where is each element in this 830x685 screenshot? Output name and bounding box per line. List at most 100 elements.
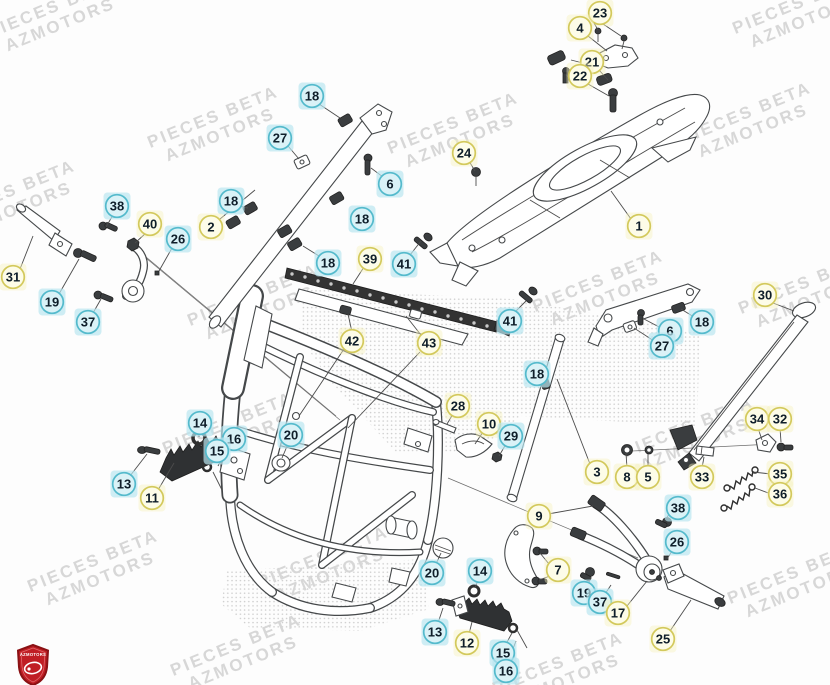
callout-32[interactable]: 32	[766, 405, 794, 433]
callout-38[interactable]: 38	[664, 494, 692, 522]
callout-2[interactable]: 2	[197, 213, 225, 241]
callout-12[interactable]: 12	[453, 629, 481, 657]
part-stand-springs	[720, 466, 759, 512]
callout-25[interactable]: 25	[649, 625, 677, 653]
callout-34[interactable]: 34	[743, 405, 771, 433]
svg-text:11: 11	[145, 491, 159, 506]
callout-8[interactable]: 8	[613, 463, 641, 491]
svg-text:22: 22	[573, 69, 587, 84]
svg-text:14: 14	[473, 564, 488, 579]
svg-text:3: 3	[593, 465, 600, 480]
callout-18[interactable]: 18	[217, 187, 245, 215]
callout-13[interactable]: 13	[421, 618, 449, 646]
svg-text:6: 6	[386, 177, 393, 192]
callout-17[interactable]: 17	[604, 599, 632, 627]
callout-27[interactable]: 27	[648, 332, 676, 360]
callout-24[interactable]: 24	[450, 139, 478, 167]
callout-27[interactable]: 27	[266, 124, 294, 152]
callout-41[interactable]: 41	[390, 250, 418, 278]
leader-line	[298, 348, 345, 417]
callout-7[interactable]: 7	[544, 556, 572, 584]
callout-11[interactable]: 11	[138, 484, 166, 512]
callout-13[interactable]: 13	[110, 470, 138, 498]
svg-text:15: 15	[496, 646, 510, 661]
svg-text:35: 35	[773, 467, 787, 482]
callout-31[interactable]: 31	[0, 263, 27, 291]
callout-41[interactable]: 41	[496, 307, 524, 335]
part-support-bracket	[432, 418, 503, 463]
callout-26[interactable]: 26	[164, 225, 192, 253]
callout-14[interactable]: 14	[466, 557, 494, 585]
callout-5[interactable]: 5	[634, 463, 662, 491]
svg-text:36: 36	[773, 487, 787, 502]
svg-text:6: 6	[666, 324, 673, 339]
svg-text:32: 32	[773, 412, 787, 427]
leader-line	[134, 232, 147, 244]
callout-9[interactable]: 9	[525, 502, 553, 530]
callout-10[interactable]: 10	[475, 410, 503, 438]
svg-text:20: 20	[284, 428, 298, 443]
callout-29[interactable]: 29	[497, 422, 525, 450]
svg-text:40: 40	[143, 217, 157, 232]
callout-6[interactable]: 6	[376, 170, 404, 198]
part-torque-arm	[587, 283, 701, 347]
svg-text:10: 10	[482, 417, 496, 432]
callout-18[interactable]: 18	[348, 205, 376, 233]
callout-39[interactable]: 39	[356, 245, 384, 273]
leader-line	[19, 235, 34, 270]
callout-18[interactable]: 18	[314, 249, 342, 277]
part-footpeg-right	[432, 537, 528, 649]
svg-text:4: 4	[576, 21, 584, 36]
callout-18[interactable]: 18	[523, 360, 551, 388]
callout-30[interactable]: 30	[751, 281, 779, 309]
callout-35[interactable]: 35	[766, 460, 794, 488]
svg-text:12: 12	[460, 636, 474, 651]
callout-37[interactable]: 37	[74, 308, 102, 336]
callout-42[interactable]: 42	[338, 327, 366, 355]
callout-38[interactable]: 38	[103, 192, 131, 220]
svg-text:42: 42	[345, 334, 359, 349]
callout-18[interactable]: 18	[688, 308, 716, 336]
svg-text:28: 28	[451, 399, 465, 414]
callout-33[interactable]: 33	[688, 463, 716, 491]
svg-text:26: 26	[670, 535, 684, 550]
svg-text:19: 19	[45, 295, 59, 310]
svg-text:18: 18	[695, 315, 709, 330]
svg-text:37: 37	[593, 595, 607, 610]
callout-22[interactable]: 22	[566, 62, 594, 90]
callout-28[interactable]: 28	[444, 392, 472, 420]
callout-36[interactable]: 36	[766, 480, 794, 508]
leader-line	[347, 351, 421, 429]
svg-text:23: 23	[593, 6, 607, 21]
svg-text:37: 37	[81, 315, 95, 330]
callout-14[interactable]: 14	[186, 409, 214, 437]
callout-18[interactable]: 18	[298, 82, 326, 110]
callout-15[interactable]: 15	[203, 437, 231, 465]
callout-37[interactable]: 37	[586, 588, 614, 616]
callout-40[interactable]: 40	[136, 210, 164, 238]
svg-text:41: 41	[503, 314, 517, 329]
halftone-region-lower	[221, 559, 429, 631]
callout-19[interactable]: 19	[38, 288, 66, 316]
part-front-tube	[208, 103, 393, 329]
callout-43[interactable]: 43	[415, 329, 443, 357]
callout-1[interactable]: 1	[625, 212, 653, 240]
callout-16[interactable]: 16	[492, 657, 520, 685]
part-pedal-bracket	[504, 524, 549, 589]
callout-20[interactable]: 20	[418, 559, 446, 587]
callout-20[interactable]: 20	[277, 421, 305, 449]
brand-logo[interactable]: AZMOTORS	[16, 643, 50, 685]
leader-line	[610, 190, 632, 220]
svg-text:39: 39	[363, 252, 377, 267]
leader-line	[547, 505, 594, 515]
callout-3[interactable]: 3	[583, 458, 611, 486]
callout-4[interactable]: 4	[566, 14, 594, 42]
leader-line	[602, 23, 622, 37]
callout-23[interactable]: 23	[586, 0, 614, 27]
leader-line	[157, 462, 175, 491]
callout-26[interactable]: 26	[663, 528, 691, 556]
